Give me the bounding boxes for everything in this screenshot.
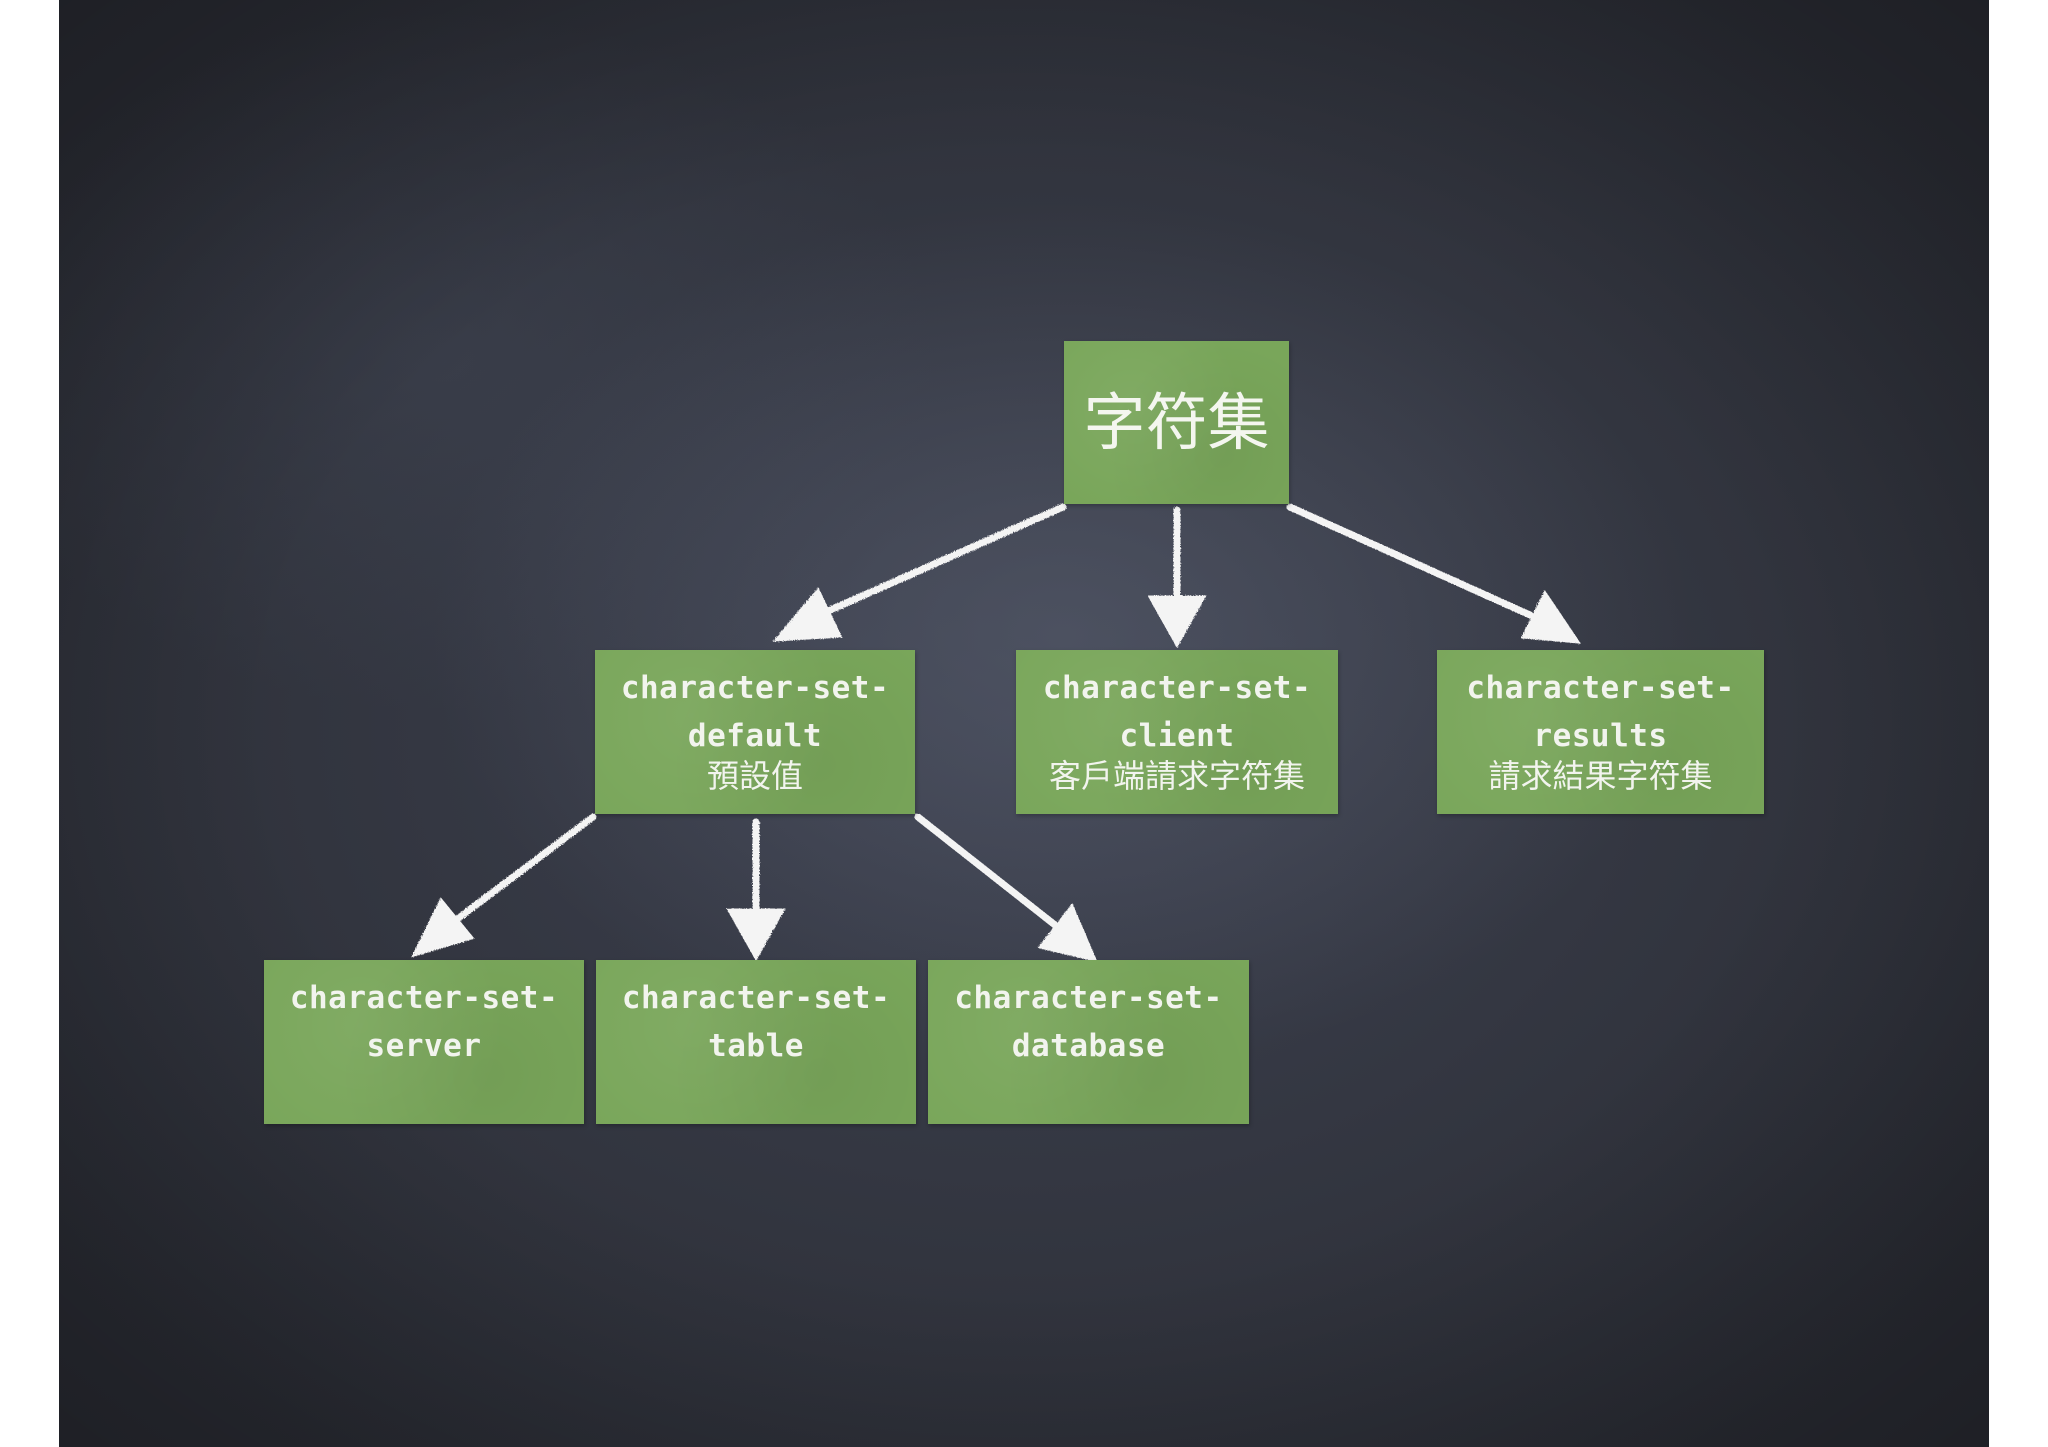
node-client-line1: character-set- [1042, 670, 1312, 706]
node-root-label: 字符集 [1083, 386, 1270, 459]
node-character-set-server: character-set- server [264, 960, 584, 1124]
arrow-default-to-table [726, 818, 786, 962]
arrow-default-to-server [411, 813, 597, 958]
node-server-line2: server [366, 1028, 482, 1064]
node-results-zh: 請求結果字符集 [1488, 757, 1713, 795]
node-table-line1: character-set- [621, 980, 891, 1016]
arrow-default-to-database [914, 813, 1098, 963]
arrow-root-to-client [1147, 506, 1207, 649]
node-character-set-client: character-set- client 客戶端請求字符集 [1016, 650, 1338, 814]
node-table-line2: table [708, 1028, 804, 1064]
node-client-zh: 客戶端請求字符集 [1048, 757, 1305, 795]
node-default-line2: default [687, 718, 823, 754]
node-default-line1: character-set- [620, 670, 890, 706]
node-database-line1: character-set- [954, 980, 1223, 1016]
node-results-line1: character-set- [1466, 670, 1735, 706]
node-charset-root: 字符集 [1064, 341, 1289, 504]
node-character-set-database: character-set- database [928, 960, 1249, 1124]
node-client-line2: client [1119, 718, 1235, 754]
arrow-root-to-results [1286, 503, 1582, 644]
node-character-set-default: character-set- default 預設值 [595, 650, 915, 814]
node-character-set-results: character-set- results 請求結果字符集 [1437, 650, 1764, 814]
node-database-line2: database [1011, 1028, 1166, 1064]
arrow-root-to-default [772, 503, 1067, 642]
node-results-line2: results [1533, 718, 1668, 754]
node-default-zh: 預設值 [706, 757, 803, 795]
node-server-line1: character-set- [289, 980, 559, 1016]
node-character-set-table: character-set- table [596, 960, 916, 1124]
